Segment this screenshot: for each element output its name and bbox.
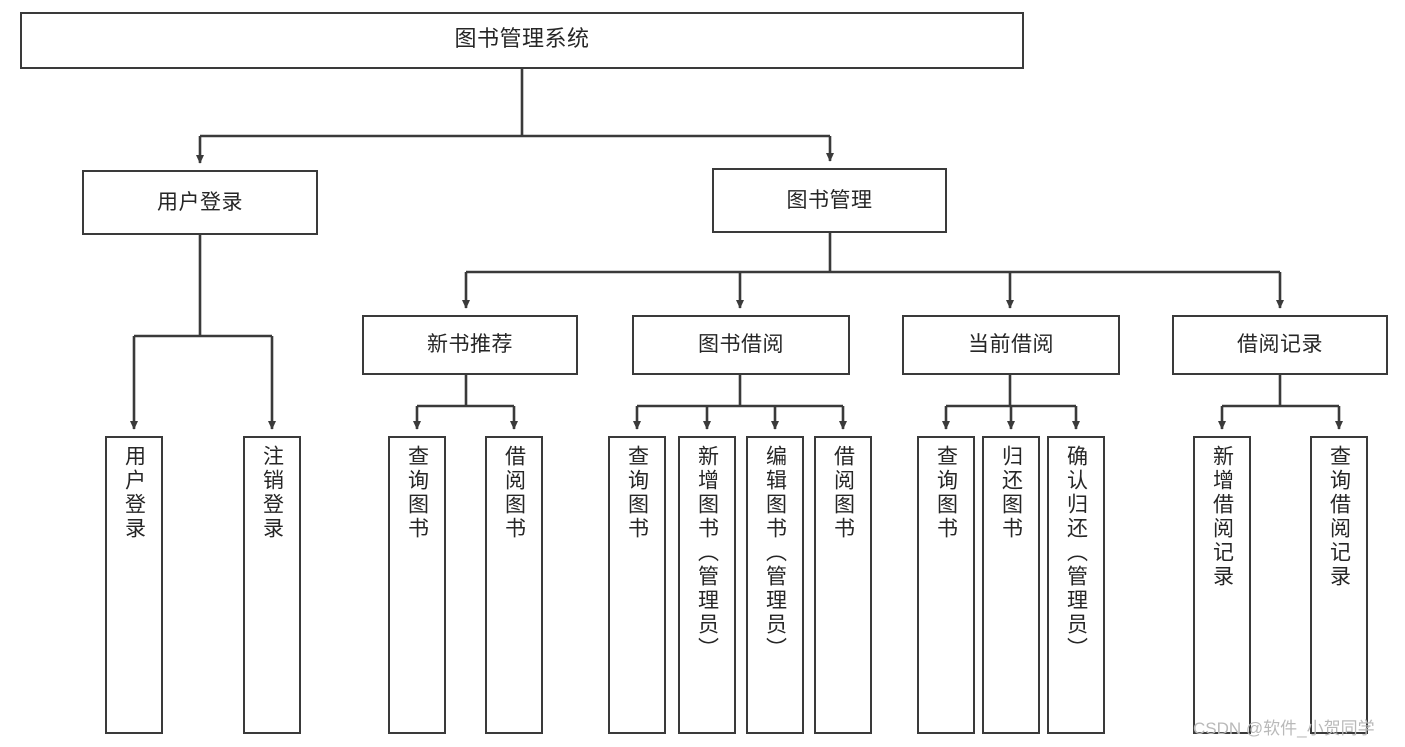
node-current-borrow-label: 当前借阅 — [968, 332, 1054, 357]
node-leaf-borrow-book[interactable]: 借阅图书 — [814, 436, 872, 734]
node-leaf-borrow-book-rec-label: 借阅图书 — [502, 445, 527, 541]
watermark-text: CSDN @软件_小贺同学 — [1193, 719, 1375, 738]
node-leaf-query-book-rec[interactable]: 查询图书 — [388, 436, 446, 734]
node-leaf-query-book-borrow[interactable]: 查询图书 — [608, 436, 666, 734]
node-leaf-user-login[interactable]: 用户登录 — [105, 436, 163, 734]
node-borrow-record[interactable]: 借阅记录 — [1172, 315, 1388, 375]
node-leaf-return-book-label: 归还图书 — [999, 445, 1024, 541]
node-leaf-confirm-return-admin[interactable]: 确认归还（管理员） — [1047, 436, 1105, 734]
node-leaf-logout[interactable]: 注销登录 — [243, 436, 301, 734]
node-user-login[interactable]: 用户登录 — [82, 170, 318, 235]
node-leaf-edit-book-admin[interactable]: 编辑图书（管理员） — [746, 436, 804, 734]
node-borrow-record-label: 借阅记录 — [1237, 332, 1323, 357]
node-book-manage[interactable]: 图书管理 — [712, 168, 947, 233]
node-leaf-add-borrow-record[interactable]: 新增借阅记录 — [1193, 436, 1251, 734]
node-leaf-query-borrow-record-label: 查询借阅记录 — [1327, 445, 1352, 589]
node-new-book-rec-label: 新书推荐 — [427, 332, 513, 357]
node-leaf-query-borrow-record[interactable]: 查询借阅记录 — [1310, 436, 1368, 734]
node-leaf-user-login-label: 用户登录 — [122, 445, 147, 541]
node-book-borrow[interactable]: 图书借阅 — [632, 315, 850, 375]
node-leaf-add-book-admin[interactable]: 新增图书（管理员） — [678, 436, 736, 734]
node-leaf-borrow-book-rec[interactable]: 借阅图书 — [485, 436, 543, 734]
node-leaf-borrow-book-label: 借阅图书 — [831, 445, 856, 541]
node-current-borrow[interactable]: 当前借阅 — [902, 315, 1120, 375]
node-leaf-add-borrow-record-label: 新增借阅记录 — [1210, 445, 1235, 589]
node-leaf-confirm-return-admin-label: 确认归还（管理员） — [1064, 445, 1089, 661]
node-leaf-query-book-current[interactable]: 查询图书 — [917, 436, 975, 734]
node-leaf-query-book-borrow-label: 查询图书 — [625, 445, 650, 541]
node-leaf-edit-book-admin-label: 编辑图书（管理员） — [763, 445, 788, 661]
node-leaf-query-book-rec-label: 查询图书 — [405, 445, 430, 541]
node-root-label: 图书管理系统 — [454, 27, 590, 53]
node-leaf-return-book[interactable]: 归还图书 — [982, 436, 1040, 734]
node-new-book-rec[interactable]: 新书推荐 — [362, 315, 578, 375]
node-user-login-label: 用户登录 — [157, 189, 243, 214]
node-leaf-logout-label: 注销登录 — [260, 445, 285, 541]
node-book-borrow-label: 图书借阅 — [698, 332, 784, 357]
node-root[interactable]: 图书管理系统 — [20, 12, 1024, 69]
node-leaf-add-book-admin-label: 新增图书（管理员） — [695, 445, 720, 661]
node-book-manage-label: 图书管理 — [786, 187, 873, 212]
node-leaf-query-book-current-label: 查询图书 — [934, 445, 959, 541]
